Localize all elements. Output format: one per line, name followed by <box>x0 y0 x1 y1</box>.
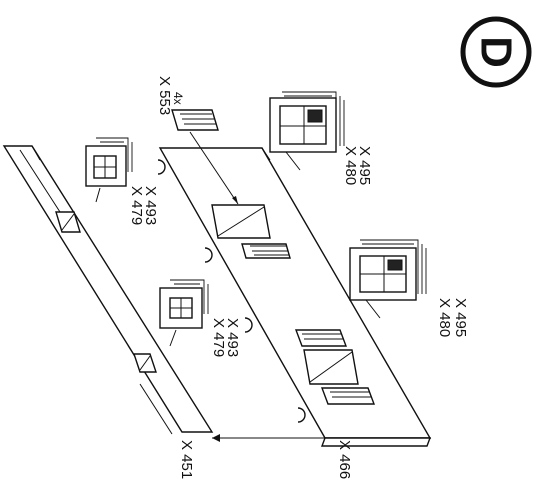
label-window-large-1-b: X 480 <box>342 146 359 185</box>
label-window-small-1-a: X 493 <box>142 186 159 225</box>
wall-back-edge <box>320 437 432 447</box>
label-pane-count: 4x <box>171 92 185 105</box>
wall-panel-back <box>157 147 432 447</box>
wall-front-face <box>2 145 214 433</box>
wall-back-tab <box>297 407 306 423</box>
part-labels: X 553 4x X 495 X 480 X 495 X 480 X 493 X… <box>128 76 469 479</box>
window-large-2 <box>349 239 427 301</box>
pane-arrow <box>189 131 239 205</box>
window-small-2 <box>159 279 209 329</box>
wall-panel-front <box>2 145 214 433</box>
step-badge: D <box>460 16 532 88</box>
label-window-small-2-a: X 493 <box>224 318 241 357</box>
window-small-1 <box>85 137 133 187</box>
badge-letter: D <box>472 36 521 68</box>
glazing-pane <box>171 109 219 131</box>
wall-back-opening-1 <box>211 204 291 259</box>
label-window-small-1-b: X 479 <box>128 186 145 225</box>
label-wall-front: X 451 <box>178 440 195 479</box>
wall-back-tab <box>157 159 166 175</box>
badge-circle <box>460 16 532 88</box>
label-wall-back: X 466 <box>336 440 353 479</box>
leader-lines <box>19 131 381 442</box>
wall-back-tab <box>244 317 253 333</box>
window-large-1 <box>269 91 345 153</box>
label-window-small-2-b: X 479 <box>210 318 227 357</box>
wall-back-top-ridge <box>261 147 271 161</box>
wall-back-tab <box>204 247 213 263</box>
wall-front-ridge <box>31 145 41 161</box>
label-window-large-2-b: X 480 <box>436 298 453 337</box>
wall-back-opening-2 <box>294 329 376 405</box>
label-pane-part: X 553 <box>156 76 173 115</box>
label-window-large-1-a: X 495 <box>356 146 373 185</box>
glazing-pane-shape <box>171 109 219 131</box>
label-window-large-2-a: X 495 <box>452 298 469 337</box>
